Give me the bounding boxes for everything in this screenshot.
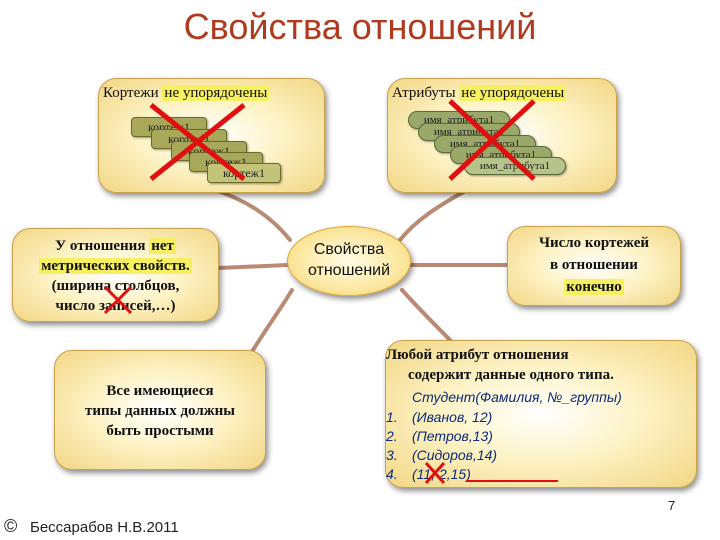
center-line-1: Свойства xyxy=(313,241,385,258)
atomic-line-1: Любой атрибут отношения xyxy=(386,347,569,363)
metric-line-1: У отношения нет xyxy=(13,238,218,255)
attributes-heading-a: Атрибуты xyxy=(392,85,456,101)
line-to-attrs xyxy=(398,186,472,242)
attributes-heading-b: не упорядочены xyxy=(459,85,567,101)
tuples-heading-b: не упорядочены xyxy=(162,85,270,101)
copyright-icon: © xyxy=(4,516,18,536)
center-oval: Свойства отношений xyxy=(287,226,411,296)
line-to-tuples xyxy=(213,188,292,242)
cross-out-icon xyxy=(424,461,558,485)
count-line-1: Число кортежей xyxy=(538,235,650,251)
cross-out-icon xyxy=(448,99,536,181)
attribute-pill: имя_атрибута1 xyxy=(464,157,566,175)
center-line-2: отношений xyxy=(307,262,391,279)
page-number: 7 xyxy=(668,498,676,513)
list-item: 2.(Петров,13) xyxy=(386,428,493,444)
metric-line-1-a: У отношения xyxy=(55,238,146,254)
tuples-box: Кортежи не упорядочены кортеж1 кортеж1 к… xyxy=(98,78,325,193)
line-to-types xyxy=(248,288,294,357)
list-item: 4.(11, 2,15) xyxy=(386,466,471,482)
line-to-atomic xyxy=(400,288,457,347)
slide-title: Свойства отношений xyxy=(183,6,537,47)
attributes-heading: Атрибуты не упорядочены xyxy=(392,85,567,102)
types-line-2: типы данных должны xyxy=(85,403,235,419)
list-item: 1.(Иванов, 12) xyxy=(386,409,493,425)
atomic-box: Любой атрибут отношения содержит данные … xyxy=(385,340,697,488)
list-item: 3.(Сидоров,14) xyxy=(386,447,498,463)
types-line-3: быть простыми xyxy=(106,423,214,439)
count-box: Число кортежей в отношении конечно xyxy=(507,226,681,306)
metric-line-3: (ширина столбцов, xyxy=(51,278,180,294)
types-line-1: Все имеющиеся xyxy=(106,383,214,399)
author-credit: Бессарабов Н.В.2011 xyxy=(30,519,179,536)
tuples-heading-a: Кортежи xyxy=(103,85,159,101)
metric-line-2: метрических свойств. xyxy=(39,258,192,274)
types-box: Все имеющиеся типы данных должны быть пр… xyxy=(54,350,266,470)
metric-box: У отношения нет метрических свойств. (ши… xyxy=(12,228,219,322)
tuples-heading: Кортежи не упорядочены xyxy=(103,85,270,102)
line-to-metric xyxy=(216,263,290,270)
attributes-box: Атрибуты не упорядочены имя_атрибута1 им… xyxy=(387,78,617,193)
atomic-line-2: содержит данные одного типа. xyxy=(408,367,614,383)
atomic-relation-header: Студент(Фамилия, №_группы) xyxy=(412,389,622,405)
metric-line-1-b: нет xyxy=(149,238,176,254)
cross-out-icon xyxy=(149,103,246,181)
cross-out-icon xyxy=(103,285,133,315)
count-line-2: в отношении xyxy=(550,257,638,273)
metric-line-4: число записей,…) xyxy=(55,298,176,314)
count-line-3: конечно xyxy=(564,279,624,295)
